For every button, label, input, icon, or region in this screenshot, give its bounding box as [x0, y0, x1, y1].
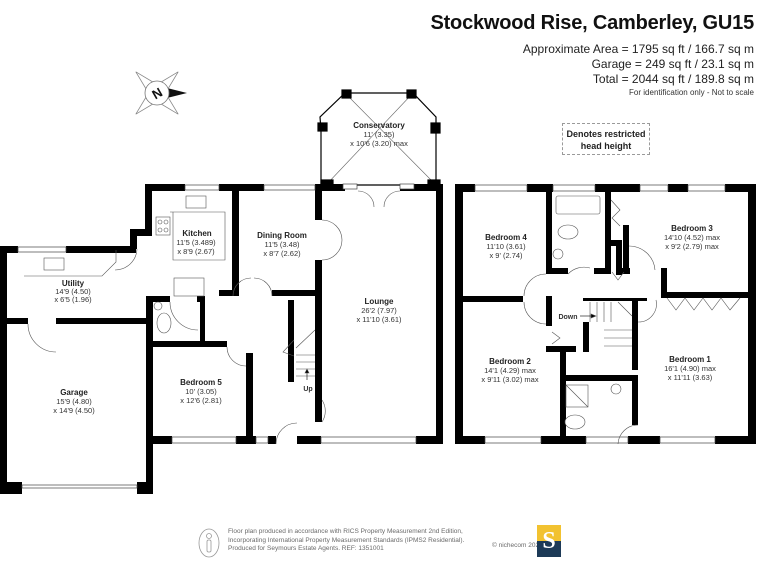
ground-floor-labels: Conservatory 11' (3.35) x 10'6 (3.20) ma… — [53, 121, 408, 415]
room-dim1-bedroom-2: 14'1 (4.29) max — [484, 366, 536, 375]
footer-text: Floor plan produced in accordance with R… — [228, 528, 464, 554]
compass-north-icon — [135, 71, 187, 115]
room-dim1-kitchen: 11'5 (3.489) — [176, 238, 216, 247]
room-dim2-bedroom-3: x 9'2 (2.79) max — [665, 242, 719, 251]
wc-basin-icon — [153, 301, 163, 311]
room-dim2-lounge: x 11'10 (3.61) — [356, 315, 402, 324]
first-floor-windows — [474, 184, 726, 444]
room-name-bedroom-3: Bedroom 3 — [671, 224, 713, 233]
kitchen-sink-icon — [185, 195, 207, 209]
stairs-up-label: Up — [303, 386, 312, 393]
room-dim1-lounge: 26'2 (7.97) — [361, 306, 397, 315]
room-name-garage: Garage — [60, 388, 88, 397]
room-name-kitchen: Kitchen — [182, 229, 211, 238]
room-name-bedroom-2: Bedroom 2 — [489, 357, 531, 366]
ground-floor-plan: Conservatory 11' (3.35) x 10'6 (3.20) ma… — [0, 89, 443, 494]
first-floor-fixtures — [552, 195, 633, 430]
footer-line-2: Incorporating International Property Mea… — [228, 536, 465, 544]
ground-floor-windows — [17, 183, 417, 489]
room-dim2-garage: x 14'9 (4.50) — [53, 406, 95, 415]
footer-line-1: Floor plan produced in accordance with R… — [228, 528, 463, 535]
logo-letter: S — [542, 528, 556, 554]
scale-note: For identification only - Not to scale — [629, 88, 754, 97]
room-dim2-bedroom-1: x 11'11 (3.63) — [668, 373, 713, 382]
hob-icon — [155, 216, 171, 236]
ground-floor-fixtures — [24, 195, 316, 380]
room-dim2-bedroom-5: x 12'6 (2.81) — [180, 396, 222, 405]
ground-stairs — [295, 329, 316, 380]
room-name-bedroom-5: Bedroom 5 — [180, 378, 222, 387]
first-floor-doors — [523, 199, 741, 445]
ensuite-basin-icon — [610, 383, 622, 395]
room-dim1-bedroom-1: 16'1 (4.90) max — [664, 364, 716, 373]
room-dim1-bedroom-5: 10' (3.05) — [185, 387, 217, 396]
seymours-logo: S — [537, 525, 561, 557]
room-name-utility: Utility — [62, 279, 85, 288]
logo-bottom-band — [537, 541, 561, 557]
room-dim1-garage: 15'9 (4.80) — [56, 397, 92, 406]
first-stairs — [580, 301, 633, 347]
room-name-bedroom-1: Bedroom 1 — [669, 355, 711, 364]
room-dim1-bedroom-4: 11'10 (3.61) — [486, 242, 526, 251]
first-floor-plan: Bedroom 4 11'10 (3.61) x 9' (2.74) Bedro… — [455, 184, 756, 445]
room-name-bedroom-4: Bedroom 4 — [485, 233, 527, 242]
room-dim2-dining-room: x 8'7 (2.62) — [263, 249, 301, 258]
property-title: Stockwood Rise, Camberley, GU15 — [430, 12, 754, 34]
room-dim1-dining-room: 11'5 (3.48) — [264, 240, 300, 249]
ground-floor-doors — [27, 190, 401, 445]
footer-line-3: Produced for Seymours Estate Agents. REF… — [228, 545, 384, 552]
bath-icon — [555, 195, 601, 215]
stairs-down-label: Down — [558, 314, 577, 321]
ground-floor-walls — [0, 184, 443, 494]
logo-top-band — [537, 525, 561, 541]
conservatory-outline — [317, 89, 441, 191]
area-summary: Approximate Area = 1795 sq ft / 166.7 sq… — [523, 42, 754, 87]
room-dim2-conservatory: x 10'6 (3.20) max — [350, 139, 408, 148]
first-floor-labels: Bedroom 4 11'10 (3.61) x 9' (2.74) Bedro… — [481, 224, 720, 384]
wc-toilet-icon — [156, 312, 172, 334]
utility-sink-icon — [43, 257, 65, 271]
first-floor-walls — [455, 184, 756, 444]
info-person-icon — [198, 528, 220, 558]
room-name-lounge: Lounge — [365, 297, 394, 306]
total-area: Total = 2044 sq ft / 189.8 sq m — [592, 72, 754, 86]
copyright: © nichecom 2025. — [492, 542, 545, 549]
room-dim1-conservatory: 11' (3.35) — [364, 130, 395, 139]
room-dim2-utility: x 6'5 (1.96) — [54, 295, 92, 304]
room-dim2-bedroom-4: x 9' (2.74) — [489, 251, 523, 260]
room-name-conservatory: Conservatory — [353, 121, 405, 130]
ensuite-toilet-icon — [564, 414, 586, 430]
toilet-icon — [557, 224, 579, 240]
room-dim1-bedroom-3: 14'10 (4.52) max — [664, 233, 720, 242]
legend-line-2: head height — [580, 141, 632, 151]
legend-line-1: Denotes restricted — [566, 129, 646, 139]
approximate-area: Approximate Area = 1795 sq ft / 166.7 sq… — [522, 42, 754, 56]
room-dim2-kitchen: x 8'9 (2.67) — [177, 247, 215, 256]
restricted-head-height-legend: Denotes restricted head height — [562, 123, 650, 155]
room-dim2-bedroom-2: x 9'11 (3.02) max — [481, 375, 538, 384]
room-dim1-utility: 14'9 (4.50) — [55, 287, 91, 296]
garage-area: Garage = 249 sq ft / 23.1 sq m — [591, 57, 754, 71]
room-name-dining-room: Dining Room — [257, 231, 307, 240]
basin-icon — [552, 248, 564, 260]
